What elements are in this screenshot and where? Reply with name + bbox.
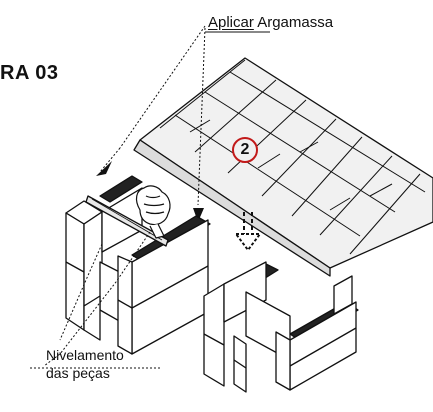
apply-mortar-label-prefix: Aplicar (208, 14, 254, 31)
tile-panel (133, 57, 433, 277)
apply-mortar-label-rest: Argamassa (253, 14, 334, 31)
apply-mortar-leader-left (119, 25, 206, 149)
panel-front-edge (133, 139, 331, 277)
figure-title: RA 03 (0, 62, 59, 84)
leveling-label-line2: das peças (46, 365, 110, 381)
leveling-label-line1: Nivelamento (46, 347, 124, 363)
apply-mortar-leader-right (197, 27, 206, 206)
panel-tile-grid (159, 59, 426, 255)
leader-arrowhead-left (96, 161, 112, 176)
left-block-mortar-top (99, 175, 143, 203)
dashed-down-arrow-icon (235, 212, 261, 251)
straight-edge-level (85, 195, 169, 247)
apply-mortar-label: Aplicar Argamassa (208, 14, 333, 31)
leveling-leader (43, 231, 151, 367)
hand-icon (135, 185, 171, 239)
right-block (203, 261, 359, 393)
leader-arrowhead-right (193, 208, 204, 222)
leveling-label: Nivelamento das peças (46, 346, 124, 382)
step-number-badge: 2 (232, 137, 258, 163)
